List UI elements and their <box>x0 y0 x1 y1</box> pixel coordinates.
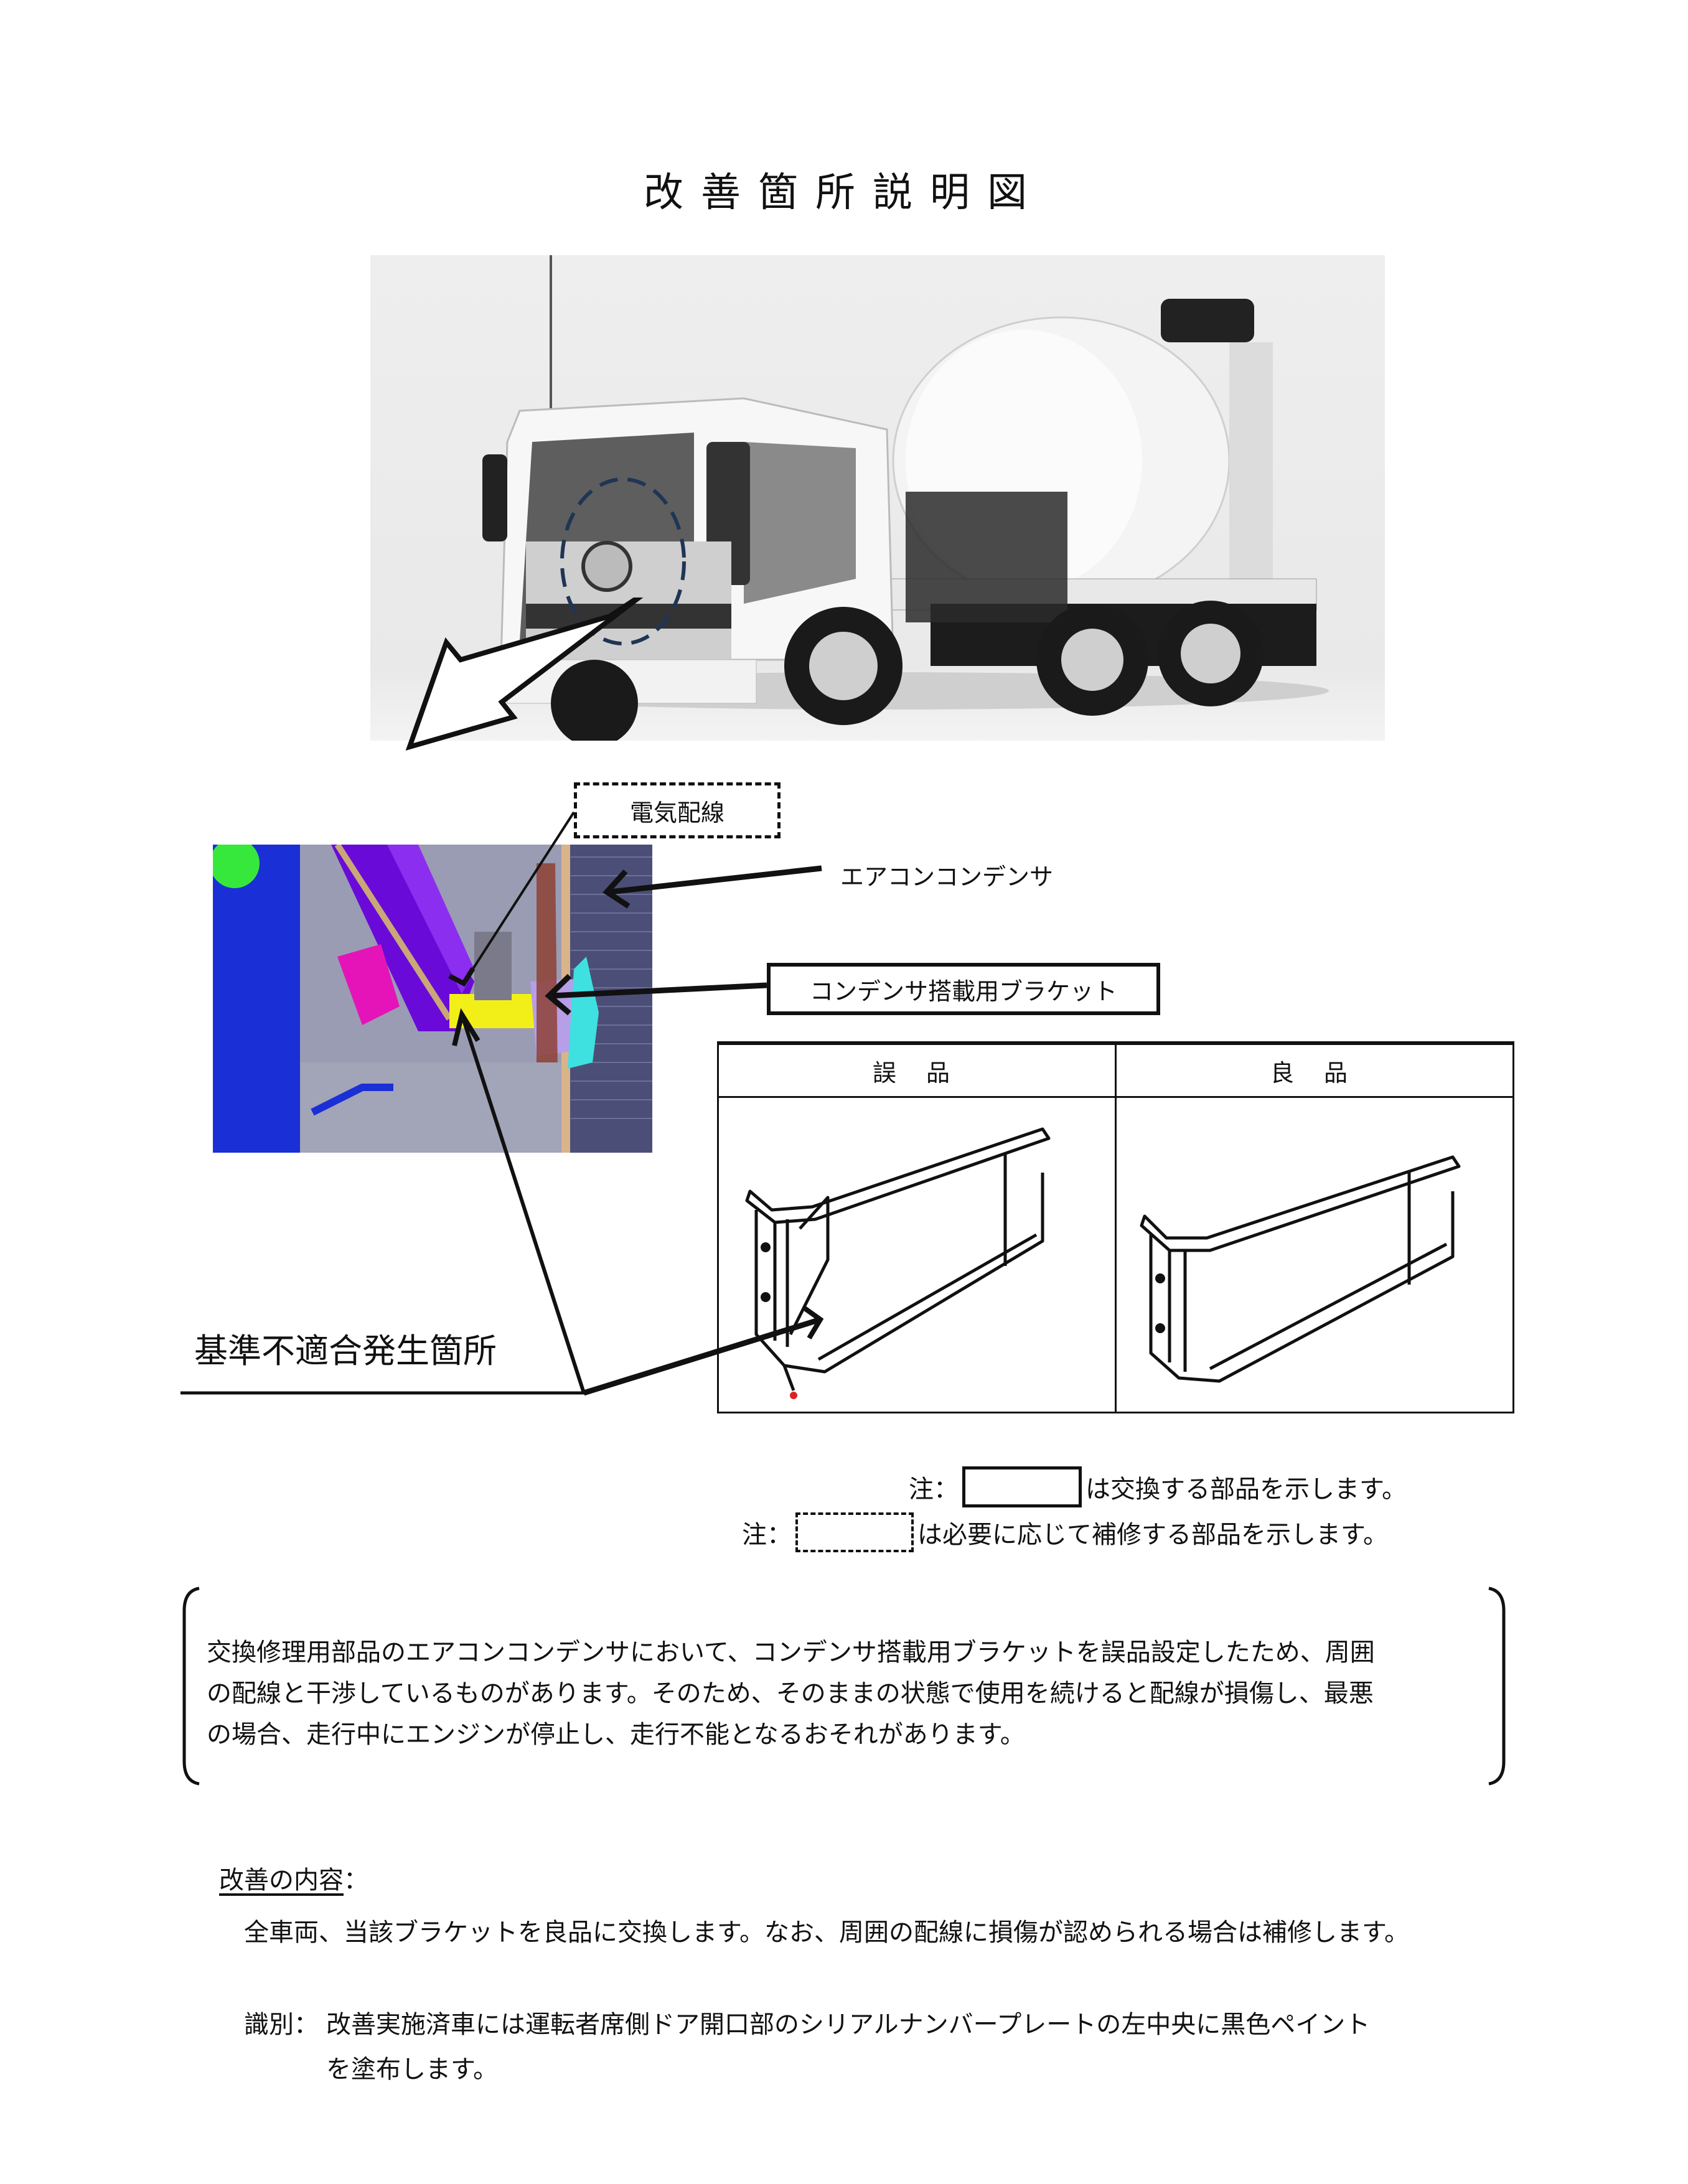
condenser-bracket-label: コンデンサ搭載用ブラケット <box>767 963 1160 1015</box>
electrical-wiring-label: 電気配線 <box>574 782 781 838</box>
defect-description: 交換修理用部品のエアコンコンデンサにおいて、コンデンサ搭載用ブラケットを誤品設定… <box>207 1632 1489 1755</box>
identification-text-cont: を塗布します。 <box>326 2055 498 2084</box>
solid-box-legend-icon <box>962 1466 1082 1507</box>
dashed-box-legend-icon <box>795 1512 914 1552</box>
improvement-body: 全車両、当該ブラケットを良品に交換します。なお、周囲の配線に損傷が認められる場合… <box>244 1918 1409 1947</box>
note-repaired-parts: 注： は必要に応じて補修する部品を示します。 <box>742 1512 1388 1552</box>
description-line: の場合、走行中にエンジンが停止し、走行不能となるおそれがあります。 <box>207 1720 1025 1749</box>
identification-text: 改善実施済車には運転者席側ドア開口部のシリアルナンバープレートの左中央に黒色ペイ… <box>326 2010 1371 2039</box>
note-prefix: 注： <box>909 1475 959 1504</box>
zoom-arrow-icon <box>405 598 644 751</box>
improvement-heading-text: 改善の内容 <box>219 1866 344 1895</box>
note-replaced-parts: 注： は交換する部品を示します。 <box>909 1466 1407 1507</box>
cement-mixer-truck-illustration <box>433 255 1329 741</box>
identification-label: 識別： <box>244 2010 319 2039</box>
comparison-table: 誤 品 良 品 <box>717 1041 1514 1413</box>
defective-bracket-drawing <box>745 1127 1051 1399</box>
description-brackets <box>182 1586 1506 1786</box>
heading-colon: ： <box>344 1866 368 1895</box>
highlight-circle <box>560 477 686 645</box>
page-title: 改善箇所説明図 <box>644 170 1044 216</box>
nonconformance-location-label: 基準不適合発生箇所 <box>194 1331 497 1371</box>
truck-photo <box>370 255 1385 741</box>
note-text: は交換する部品を示します。 <box>1085 1475 1407 1504</box>
description-line: 交換修理用部品のエアコンコンデンサにおいて、コンデンサ搭載用ブラケットを誤品設定… <box>207 1638 1375 1667</box>
improvement-heading: 改善の内容： <box>219 1860 368 1896</box>
note-prefix: 注： <box>742 1521 792 1549</box>
description-line: の配線と干渉しているものがあります。そのため、そのままの状態で使用を続けると配線… <box>207 1679 1374 1708</box>
header-defective-part: 誤 品 <box>717 1041 1117 1098</box>
correct-bracket-drawing <box>1140 1155 1461 1383</box>
note-text: は必要に応じて補修する部品を示します。 <box>917 1521 1388 1549</box>
defective-bracket-cell <box>717 1096 1117 1413</box>
header-correct-part: 良 品 <box>1115 1041 1514 1098</box>
aircon-condenser-label: エアコンコンデンサ <box>840 863 1054 891</box>
correct-bracket-cell <box>1115 1096 1514 1413</box>
